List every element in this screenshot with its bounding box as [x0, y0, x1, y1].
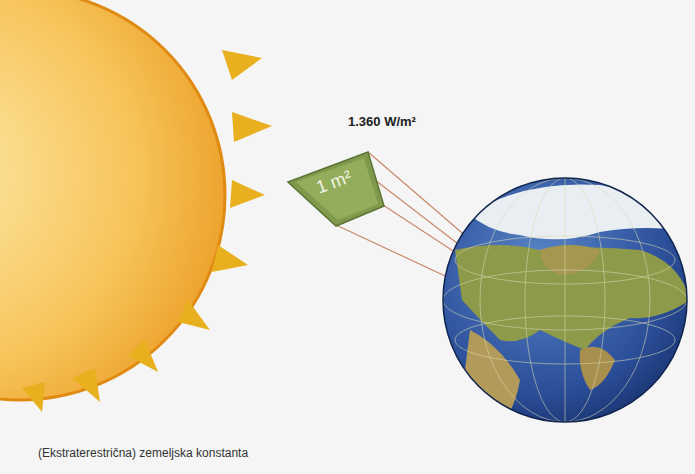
irradiance-square: 1.360 W/m²1 m²	[286, 104, 426, 232]
irradiance-value: 1.360 W/m²	[348, 114, 416, 129]
sun	[0, 0, 225, 400]
earth-globe	[443, 178, 690, 425]
sun-rays	[22, 50, 272, 412]
caption: (Ekstraterestrična) zemeljska konstanta	[38, 446, 248, 460]
